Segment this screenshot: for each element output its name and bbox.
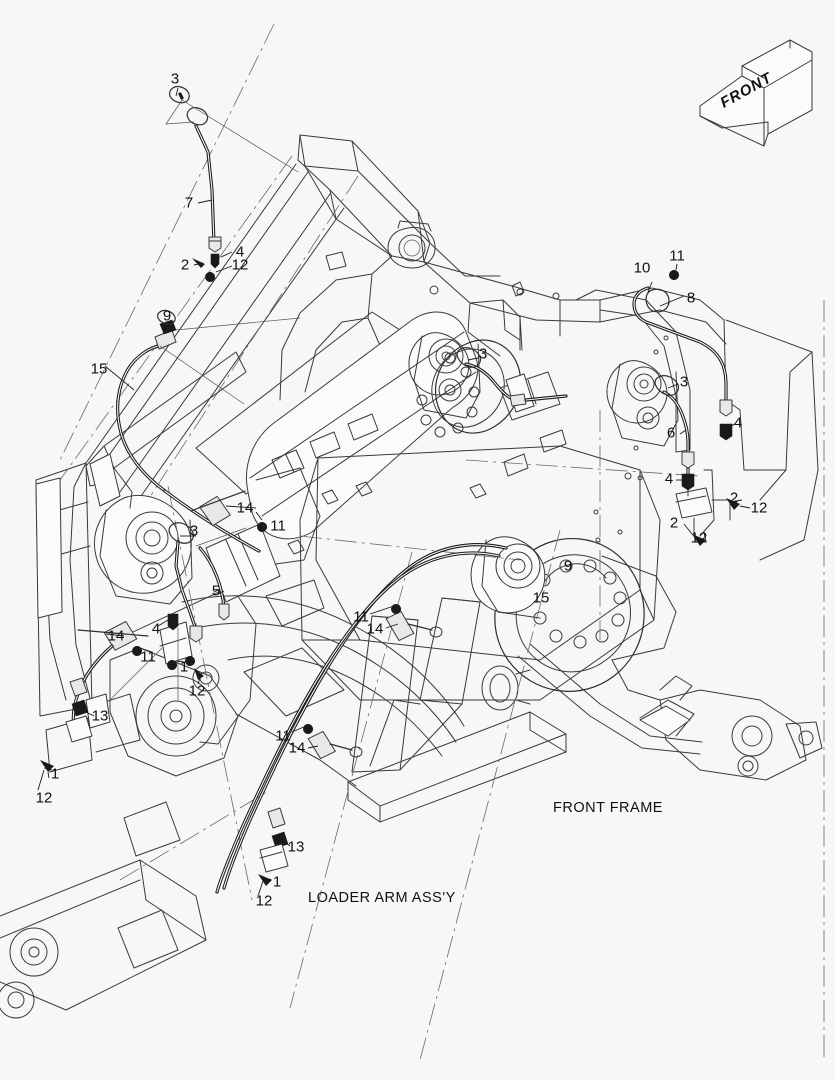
- callout-number: 6: [666, 424, 676, 442]
- callout-number: 4: [733, 414, 743, 432]
- callout-number: 7: [184, 194, 194, 212]
- callout-number: 4: [151, 620, 161, 638]
- callout-number: 8: [686, 289, 696, 307]
- clamp-14-lower: [77, 620, 153, 656]
- hose-left-down-13: [37, 644, 114, 791]
- callout-number: 11: [275, 727, 291, 745]
- callout-number: 14: [288, 739, 306, 757]
- misc-connectors: [271, 413, 567, 479]
- hose-part-3-left: [168, 522, 203, 643]
- callout-number: 9: [563, 557, 573, 575]
- hose-part-6: [654, 374, 751, 546]
- callout-number: 3: [189, 522, 199, 540]
- callout-number: 15: [90, 360, 108, 378]
- callout-number: 14: [236, 499, 254, 517]
- callout-number: 4: [664, 470, 674, 488]
- callout-number: 11: [669, 247, 685, 265]
- callout-number: 5: [211, 582, 221, 600]
- loader-arm-assembly-outline: [0, 134, 561, 1019]
- frame-fastener-dots: [287, 251, 669, 555]
- frame-gussets: [347, 597, 567, 823]
- callout-number: 12: [188, 682, 206, 700]
- callout-number: 12: [231, 256, 249, 274]
- callout-number: 2: [669, 514, 679, 532]
- front-arrow-icon: [699, 39, 813, 147]
- callout-number: 4: [235, 243, 245, 261]
- section-label-front-frame: FRONT FRAME: [553, 800, 663, 816]
- callout-number: 1: [179, 658, 189, 676]
- callout-number: 12: [750, 499, 768, 517]
- callout-number: 12: [35, 789, 53, 807]
- callout-number: 15: [532, 589, 550, 607]
- callout-number: 14: [366, 620, 384, 638]
- callout-number: 11: [140, 648, 156, 666]
- callout-number: 13: [287, 838, 305, 856]
- callout-number: 1: [50, 765, 60, 783]
- callout-number: 11: [270, 517, 286, 535]
- callout-number: 3: [679, 373, 689, 391]
- callout-number: 13: [91, 707, 109, 725]
- callout-number: 9: [162, 307, 172, 325]
- arm-lower-boss: [109, 647, 239, 777]
- callout-number: 2: [729, 489, 739, 507]
- callout-number: 1: [272, 873, 282, 891]
- clamp-14-upper: [190, 490, 268, 532]
- callout-number: 11: [353, 608, 369, 626]
- hose-part-5: [195, 527, 247, 621]
- callout-number: 2: [180, 256, 190, 274]
- callout-number: 3: [478, 345, 488, 363]
- hose-part-8: [632, 263, 735, 441]
- fittings-upper-left: [192, 251, 233, 282]
- callout-number: 14: [107, 627, 125, 645]
- callout-number: 12: [690, 529, 708, 547]
- hose-part-7: [165, 85, 299, 253]
- valve-block-left: [109, 613, 204, 701]
- section-label-loader-arm: LOADER ARM ASS'Y: [308, 890, 456, 906]
- callout-number: 12: [255, 892, 273, 910]
- hose-loader-arm-long: [215, 543, 508, 897]
- callout-number: 3: [170, 70, 180, 88]
- hose-part-3-center: [456, 346, 568, 407]
- frame-bearing-bosses: [408, 332, 679, 447]
- callout-number: 10: [633, 259, 651, 277]
